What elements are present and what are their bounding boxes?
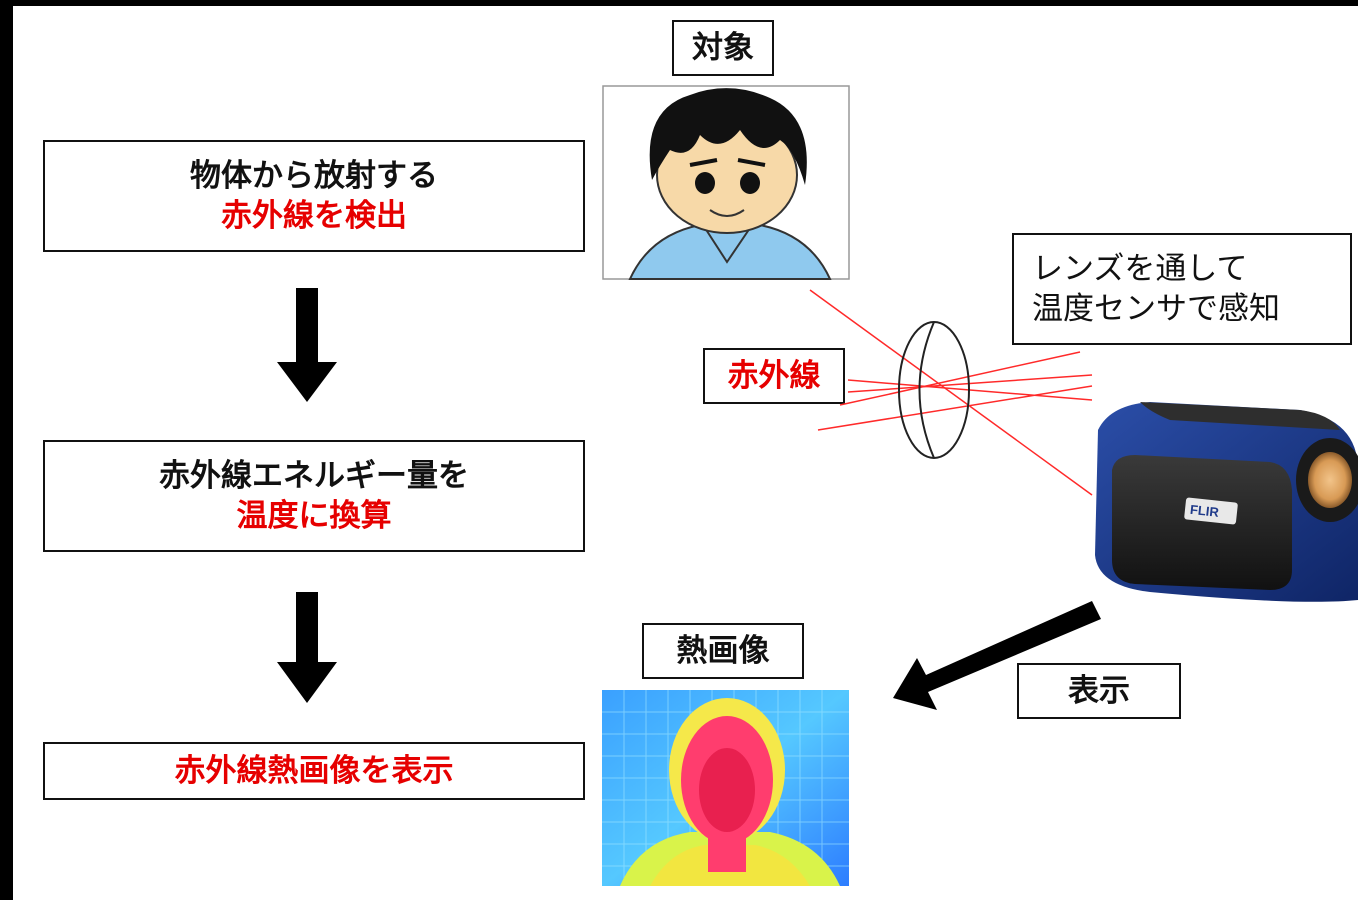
step-3-box: 赤外線熱画像を表示: [43, 742, 585, 800]
target-label: 対象: [672, 20, 774, 76]
step-2-line2: 温度に換算: [236, 498, 392, 534]
sensor-label-line2: 温度センサで感知: [1032, 291, 1280, 327]
infrared-label: 赤外線: [703, 348, 845, 404]
step-3-line1: 赤外線熱画像を表示: [174, 752, 454, 789]
thermal-image-label-text: 熱画像: [676, 632, 770, 669]
step-2-box: 赤外線エネルギー量を 温度に換算: [43, 440, 585, 552]
step-1-box: 物体から放射する 赤外線を検出: [43, 140, 585, 252]
display-label-text: 表示: [1068, 672, 1130, 709]
step-1-line1: 物体から放射する: [190, 157, 438, 194]
target-label-text: 対象: [692, 29, 754, 66]
sensor-label: レンズを通して 温度センサで感知: [1012, 233, 1352, 345]
display-label: 表示: [1017, 663, 1181, 719]
step-1-line2: 赤外線を検出: [221, 198, 407, 234]
sensor-label-line1: レンズを通して: [1032, 250, 1248, 287]
step-2-line1: 赤外線エネルギー量を: [159, 457, 469, 494]
infrared-label-text: 赤外線: [727, 357, 821, 394]
thermal-image-label: 熱画像: [642, 623, 804, 679]
